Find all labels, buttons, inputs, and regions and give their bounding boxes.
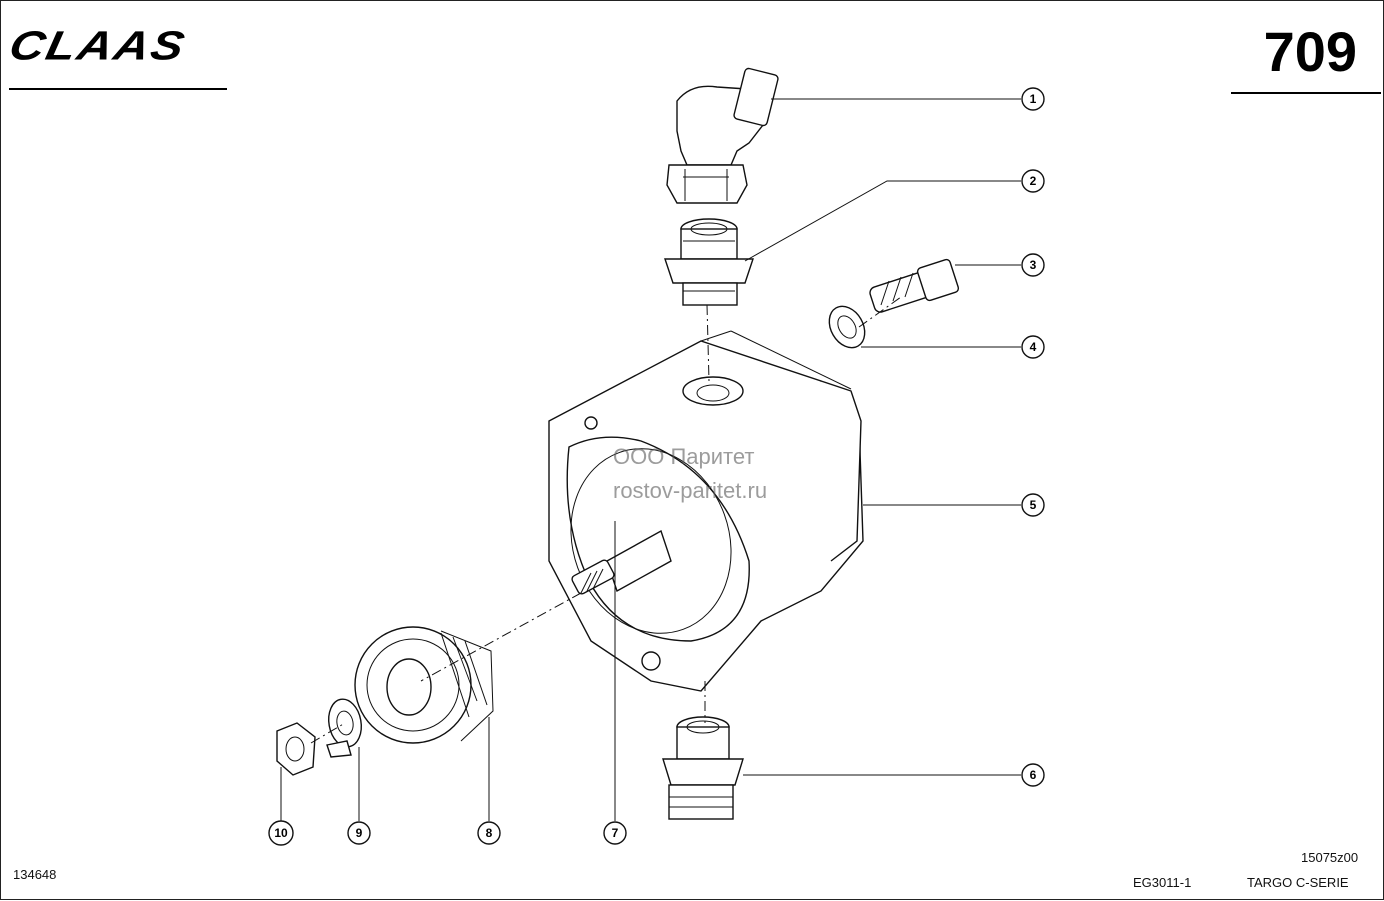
sheet-reference-code: 134648	[13, 867, 57, 882]
callout-8-label: 8	[486, 826, 493, 840]
callout-7-label: 7	[612, 826, 619, 840]
page-number-underline	[1231, 92, 1381, 94]
machine-series: TARGO C-SERIE	[1247, 875, 1349, 890]
callout-3-label: 3	[1030, 258, 1037, 272]
bolt-part	[869, 258, 960, 313]
callout-leaders	[280, 98, 1021, 821]
tab-washer-part	[326, 698, 362, 758]
callout-8: 8	[477, 821, 501, 845]
callout-1-label: 1	[1030, 92, 1037, 106]
assembly-center-lines	[310, 296, 902, 744]
page-number: 709	[1263, 20, 1357, 83]
callout-1: 1	[1021, 87, 1045, 111]
nut-part	[276, 722, 316, 776]
brand-underline	[9, 88, 227, 90]
callout-7: 7	[603, 821, 627, 845]
callout-2: 2	[1021, 169, 1045, 193]
group-code: EG3011-1	[1133, 875, 1192, 890]
callout-2-label: 2	[1030, 174, 1037, 188]
callout-6-label: 6	[1030, 768, 1037, 782]
callout-9: 9	[347, 821, 371, 845]
watermark-url: rostov-paritet.ru	[613, 478, 768, 503]
callout-9-label: 9	[356, 826, 363, 840]
gear-part	[354, 626, 494, 744]
adapter-union-bottom-part	[662, 716, 744, 820]
watermark-company: ООО Паритет	[613, 444, 755, 469]
sealing-washer-part	[828, 305, 866, 349]
callout-3: 3	[1021, 253, 1045, 277]
callout-10-label: 10	[274, 826, 288, 840]
callout-4: 4	[1021, 335, 1045, 359]
callout-4-label: 4	[1030, 340, 1037, 354]
callout-5-label: 5	[1030, 498, 1037, 512]
gear-pump-part	[548, 330, 864, 692]
drawing-code: 15075z00	[1301, 850, 1359, 865]
elbow-fitting-part	[666, 67, 779, 204]
callout-5: 5	[1021, 493, 1045, 517]
adapter-union-top-part	[664, 218, 754, 306]
callout-10: 10	[268, 820, 294, 846]
callout-6: 6	[1021, 763, 1045, 787]
